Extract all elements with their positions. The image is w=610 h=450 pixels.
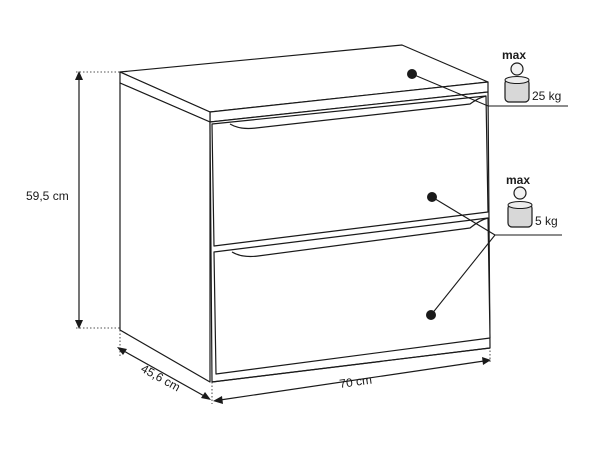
width-dimension — [213, 340, 491, 404]
cabinet-side-panel — [119, 82, 211, 383]
upper-drawer-leader-line — [431, 196, 496, 236]
depth-label: 45,6 cm — [139, 361, 183, 394]
weight-25kg-icon — [504, 62, 530, 103]
weight-top — [507, 201, 533, 209]
top-load-weight-label: 25 kg — [532, 89, 561, 103]
depth-arrow-left — [117, 347, 127, 355]
drawer-load-max-label: max — [506, 173, 530, 187]
top-load-max-label: max — [502, 48, 526, 62]
weight-knob — [510, 62, 524, 76]
drawer-load-weight-label: 5 kg — [535, 214, 558, 228]
weight-top — [504, 76, 530, 84]
weight-5kg-icon — [507, 186, 533, 228]
top-load-callout — [407, 69, 568, 107]
nightstand-cabinet — [119, 44, 491, 383]
cabinet-base-edge — [211, 347, 491, 383]
height-arrow-bottom — [75, 320, 83, 329]
lower-drawer-front — [213, 217, 491, 375]
upper-drawer-front — [211, 95, 489, 247]
lower-drawer-handle — [231, 217, 489, 258]
depth-dimension-line — [121, 349, 207, 398]
width-dimension-line — [219, 360, 485, 401]
height-dimension — [75, 71, 120, 329]
width-arrow-left — [213, 396, 223, 404]
depth-arrow-right — [201, 392, 211, 400]
height-arrow-top — [75, 71, 83, 80]
top-load-leader-line — [411, 73, 568, 107]
drawer-load-callout — [426, 192, 562, 320]
weight-knob — [513, 186, 527, 200]
depth-dimension — [117, 330, 213, 404]
upper-drawer-handle — [229, 95, 487, 130]
lower-drawer-leader-line — [430, 234, 496, 316]
height-label: 59,5 cm — [26, 189, 69, 203]
width-arrow-right — [482, 357, 491, 365]
width-label: 70 cm — [338, 373, 372, 391]
